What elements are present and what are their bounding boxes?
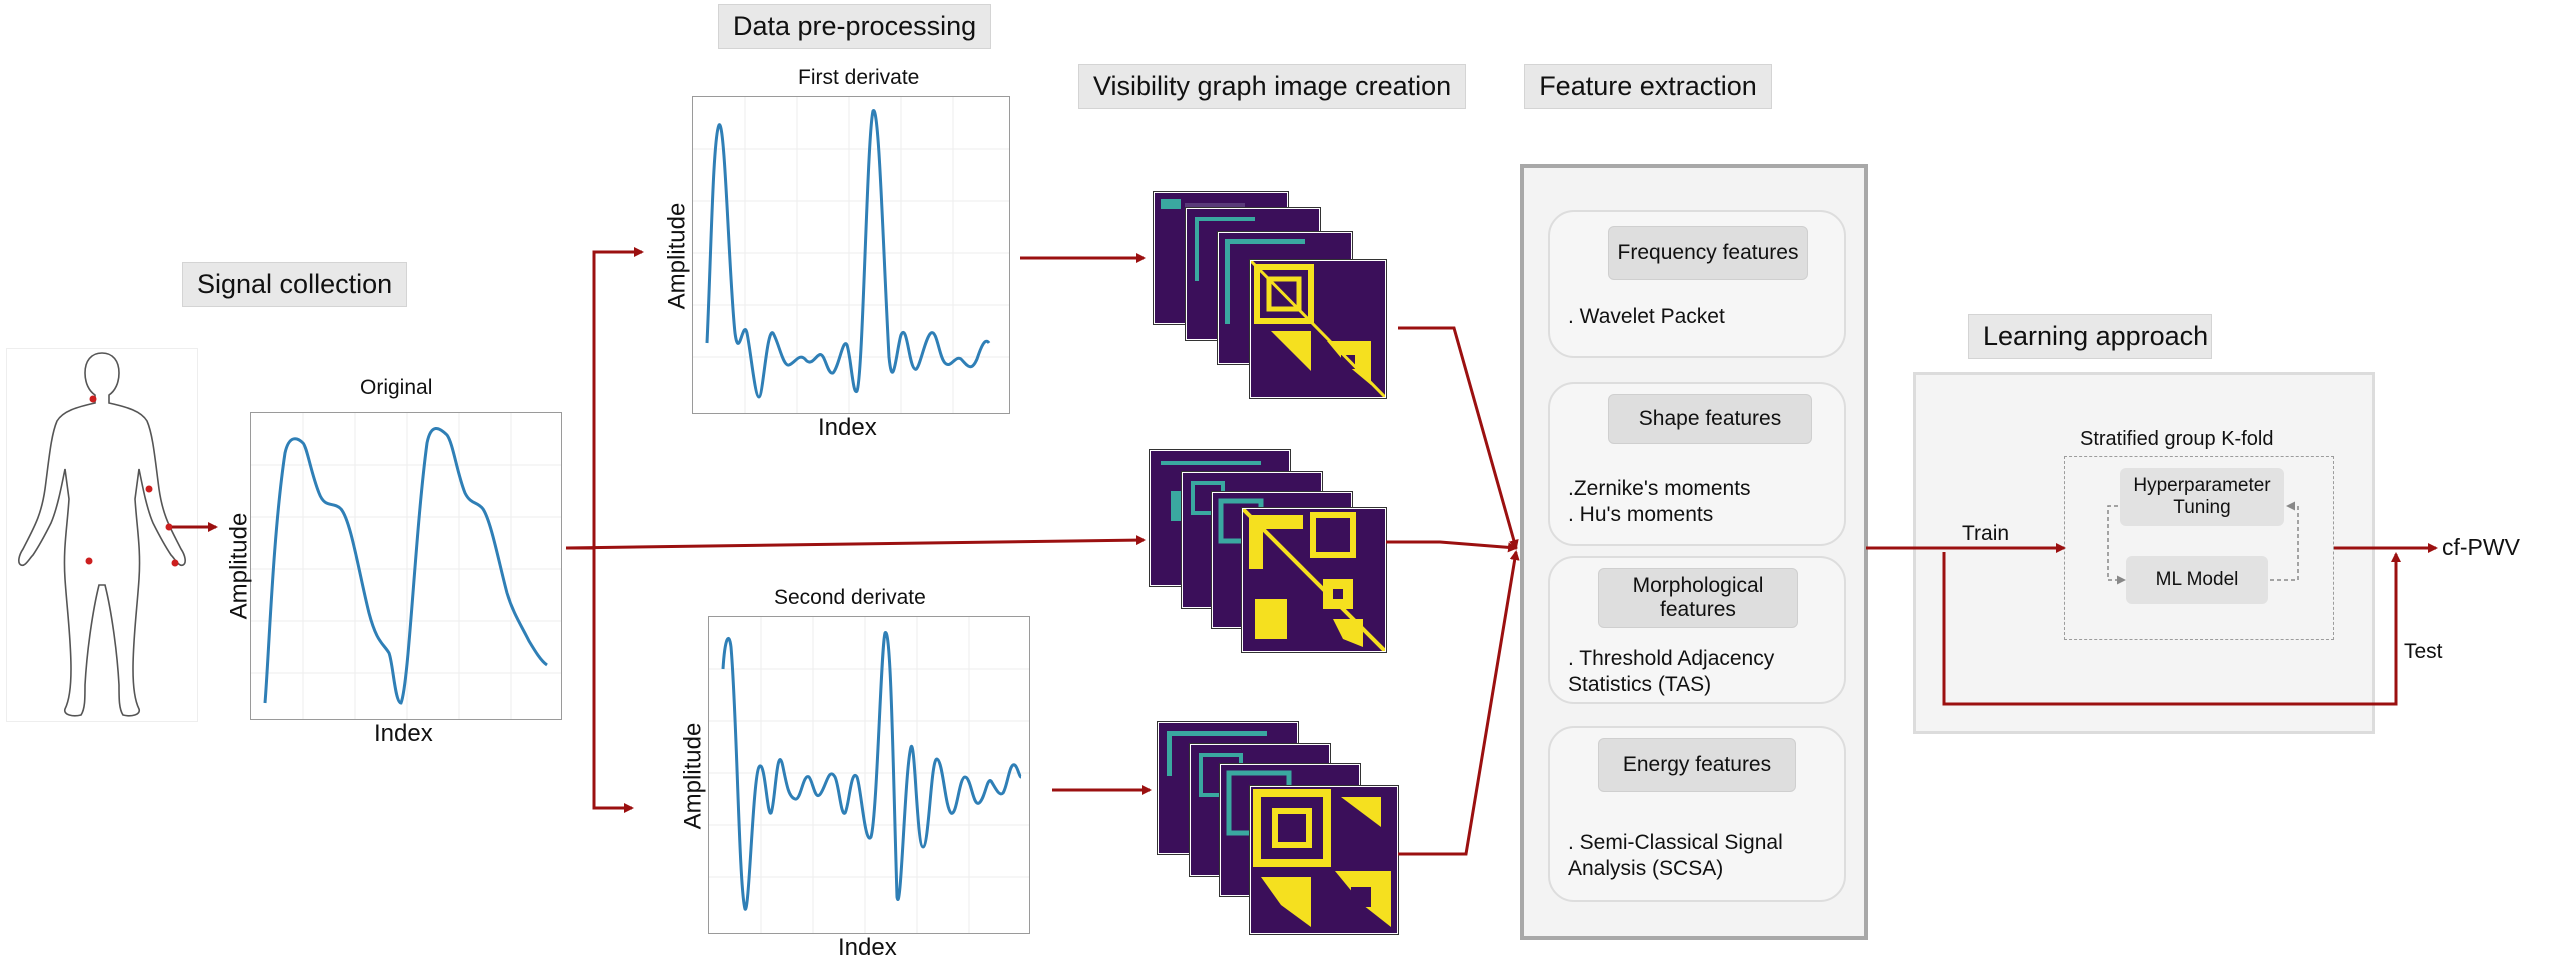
- sensor-dot-wrist: [165, 523, 173, 531]
- vg-image: [1241, 507, 1387, 653]
- learning-approach-panel: [1913, 372, 2375, 734]
- first-derivate-plot: [692, 96, 1010, 414]
- feature-item: . Wavelet Packet: [1568, 305, 1725, 328]
- arrow-vg-top-to-features: [1398, 326, 1519, 550]
- feature-title-energy: Energy features: [1598, 738, 1796, 792]
- section-label-data-preprocessing: Data pre-processing: [718, 4, 992, 49]
- feature-title-frequency: Frequency features: [1608, 226, 1808, 280]
- feature-title-line: features: [1660, 598, 1736, 621]
- loop-arrow-to-model: [2107, 505, 2126, 585]
- tuning-line: Tuning: [2173, 497, 2231, 518]
- feature-card-morphological: Morphological features . Threshold Adjac…: [1548, 556, 1846, 704]
- feature-item: .Zernike's moments: [1568, 477, 1751, 500]
- feature-title-shape: Shape features: [1608, 394, 1812, 444]
- first-xlabel: Index: [818, 414, 877, 441]
- feature-extraction-panel: Frequency features . Wavelet Packet Shap…: [1520, 164, 1868, 940]
- section-label-visibility-graph: Visibility graph image creation: [1078, 64, 1467, 109]
- feature-card-energy: Energy features . Semi-Classical Signal …: [1548, 726, 1846, 902]
- feature-item: Statistics (TAS): [1568, 673, 1712, 696]
- feature-item: Analysis (SCSA): [1568, 857, 1724, 880]
- feature-card-frequency: Frequency features . Wavelet Packet: [1548, 210, 1846, 358]
- second-plot-title: Second derivate: [774, 586, 926, 609]
- feature-item: . Threshold Adjacency: [1568, 647, 1775, 670]
- original-plot: [250, 412, 562, 720]
- feature-title-line: Morphological: [1632, 574, 1764, 597]
- section-label-signal-collection: Signal collection: [182, 262, 408, 307]
- feature-title-morphological: Morphological features: [1598, 568, 1798, 628]
- sensor-dot-hip-right: [171, 559, 179, 567]
- output-label: cf-PWV: [2442, 534, 2520, 560]
- loop-arrow-to-tuning: [2270, 501, 2299, 581]
- human-body-illustration: [6, 348, 198, 722]
- sensor-dot-neck: [89, 395, 97, 403]
- arrow-vg-middle-to-features: [1386, 540, 1518, 553]
- section-label-learning-approach: Learning approach: [1968, 314, 2212, 359]
- section-label-feature-extraction: Feature extraction: [1524, 64, 1772, 109]
- original-signal-line: [263, 427, 548, 705]
- first-derivate-signal-line: [705, 109, 991, 399]
- kfold-label: Stratified group K-fold: [2080, 428, 2274, 450]
- feature-card-shape: Shape features .Zernike's moments . Hu's…: [1548, 382, 1846, 546]
- arrow-test-loop: [1942, 552, 2401, 706]
- feature-item: . Hu's moments: [1568, 503, 1714, 526]
- arrow-vg-bottom-to-features: [1398, 550, 1520, 856]
- train-label: Train: [1962, 522, 2010, 545]
- arrow-to-first: [566, 247, 644, 550]
- arrow-to-second: [592, 548, 634, 813]
- ml-model-box: ML Model: [2126, 556, 2268, 604]
- feature-item: . Semi-Classical Signal: [1568, 831, 1783, 854]
- original-plot-title: Original: [360, 376, 433, 399]
- first-plot-title: First derivate: [798, 66, 920, 89]
- original-xlabel: Index: [374, 720, 433, 747]
- second-derivate-signal-line: [721, 631, 1023, 911]
- test-label: Test: [2404, 640, 2443, 663]
- vg-image: [1249, 259, 1387, 399]
- second-derivate-plot: [708, 616, 1030, 934]
- sensor-dot-hip-left: [85, 557, 93, 565]
- vg-image: [1249, 785, 1399, 935]
- tuning-line: Hyperparameter: [2133, 475, 2271, 496]
- arrow-to-middle-vg: [565, 535, 1146, 550]
- hyperparameter-tuning-box: Hyperparameter Tuning: [2120, 468, 2284, 526]
- sensor-dot-chest: [145, 485, 153, 493]
